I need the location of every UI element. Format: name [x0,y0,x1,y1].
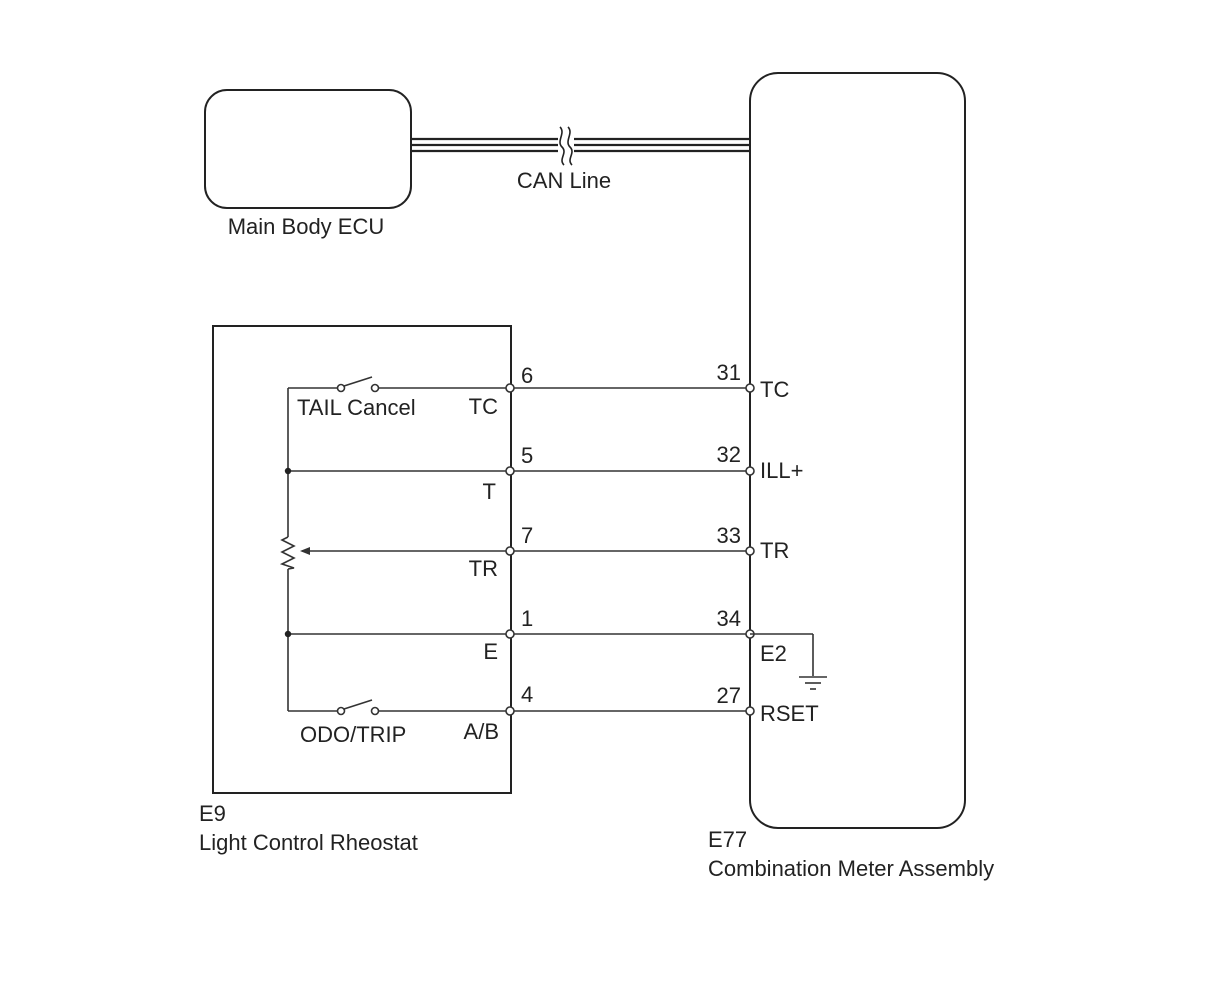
e77-pin-number: 34 [717,606,741,631]
e9-pin-name: TR [469,556,498,581]
rheostat-internal-wiring [287,387,510,712]
e77-pin-name: E2 [760,641,787,666]
main-body-ecu-box [204,89,412,209]
rheostat-resistor-symbol [279,536,296,570]
odo-trip-switch [336,699,380,716]
can-break-mark [559,126,565,166]
junction-dot [284,467,292,475]
e77-terminal [745,546,755,556]
e77-pin-number: 33 [717,523,741,548]
e77-pin-name: RSET [760,701,819,726]
e9-name: Light Control Rheostat [199,830,418,855]
e9-pin-number: 6 [521,363,533,388]
can-line [411,126,750,166]
e77-pin-name: ILL+ [760,458,803,483]
e77-pin-number: 31 [717,360,741,385]
e77-terminal [745,706,755,716]
e77-pin-name: TC [760,377,789,402]
junction-dot [284,630,292,638]
e9-terminal [505,466,515,476]
e9-terminal [505,383,515,393]
e77-terminal [745,383,755,393]
e9-pin-number: 1 [521,606,533,631]
e77-pin-number: 27 [717,683,741,708]
e9-terminal [505,629,515,639]
e9-pin-number: 5 [521,443,533,468]
can-line-label: CAN Line [517,168,611,193]
e9-code: E9 [199,801,226,826]
e77-name: Combination Meter Assembly [708,856,994,881]
light-control-rheostat-box [212,325,512,794]
e9-pin-number: 7 [521,523,533,548]
e9-pin-name: T [483,479,496,504]
e77-code: E77 [708,827,747,852]
ground-icon [750,633,827,690]
e77-pin-number: 32 [717,442,741,467]
main-body-ecu-label: Main Body ECU [228,214,385,239]
harness-wires [510,387,750,712]
e77-terminal [745,466,755,476]
rheostat-wiper-arrow [300,547,310,555]
e9-pin-name: TC [469,394,498,419]
tail-cancel-label: TAIL Cancel [297,395,416,420]
combination-meter-box [749,72,966,829]
odo-trip-label: ODO/TRIP [300,722,406,747]
e9-pin-name: A/B [464,719,499,744]
e9-pin-number: 4 [521,682,533,707]
tail-cancel-switch [336,376,380,393]
e9-terminal [505,706,515,716]
e9-pin-name: E [483,639,498,664]
e77-pin-name: TR [760,538,789,563]
e9-terminal [505,546,515,556]
